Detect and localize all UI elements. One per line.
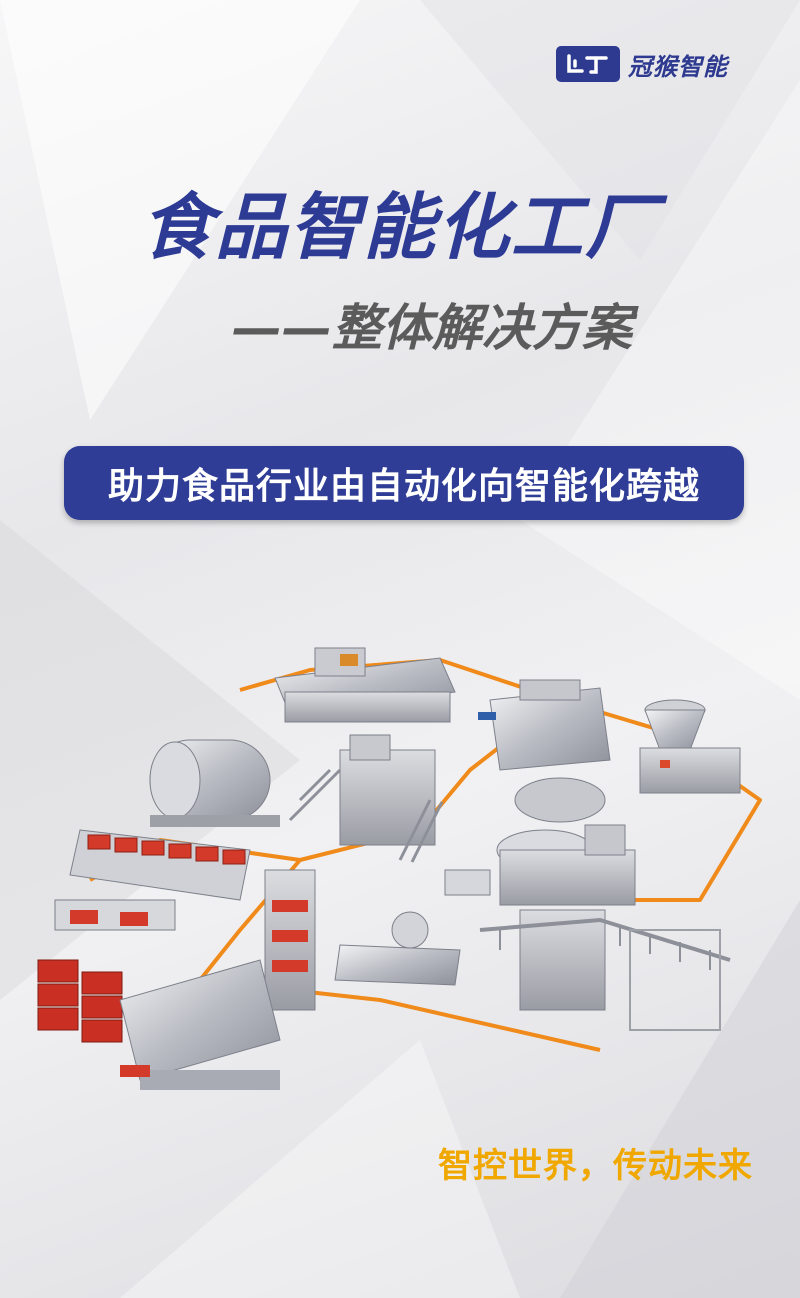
tagline-text: 助力食品行业由自动化向智能化跨越 <box>107 466 700 507</box>
factory-line-illustration <box>37 647 762 1090</box>
hanging-rail-line <box>479 909 731 1031</box>
tagline-banner: 助力食品行业由自动化向智能化跨越 <box>64 446 744 520</box>
page-title: 食品智能化工厂 <box>140 185 659 269</box>
packaging-machine <box>274 647 456 723</box>
slogan: 智控世界，传动未来 <box>438 1146 753 1186</box>
dicer-machine <box>478 679 611 771</box>
logo-mark-icon <box>556 46 620 82</box>
vacuum-tumbler <box>149 739 280 827</box>
slicer-table <box>334 911 461 986</box>
brand-name: 冠猴智能 <box>628 52 728 81</box>
page-subtitle: ——整体解决方案 <box>232 299 632 357</box>
vacuum-filler <box>639 699 741 794</box>
grinder-machine <box>288 734 444 863</box>
crate-elevator <box>264 869 316 1011</box>
washing-tunnel <box>119 959 281 1090</box>
brand-logo: 冠猴智能 <box>556 46 728 82</box>
crate-conveyor <box>54 829 251 931</box>
bowl-cutter <box>444 777 636 906</box>
stacked-crates <box>37 959 123 1043</box>
